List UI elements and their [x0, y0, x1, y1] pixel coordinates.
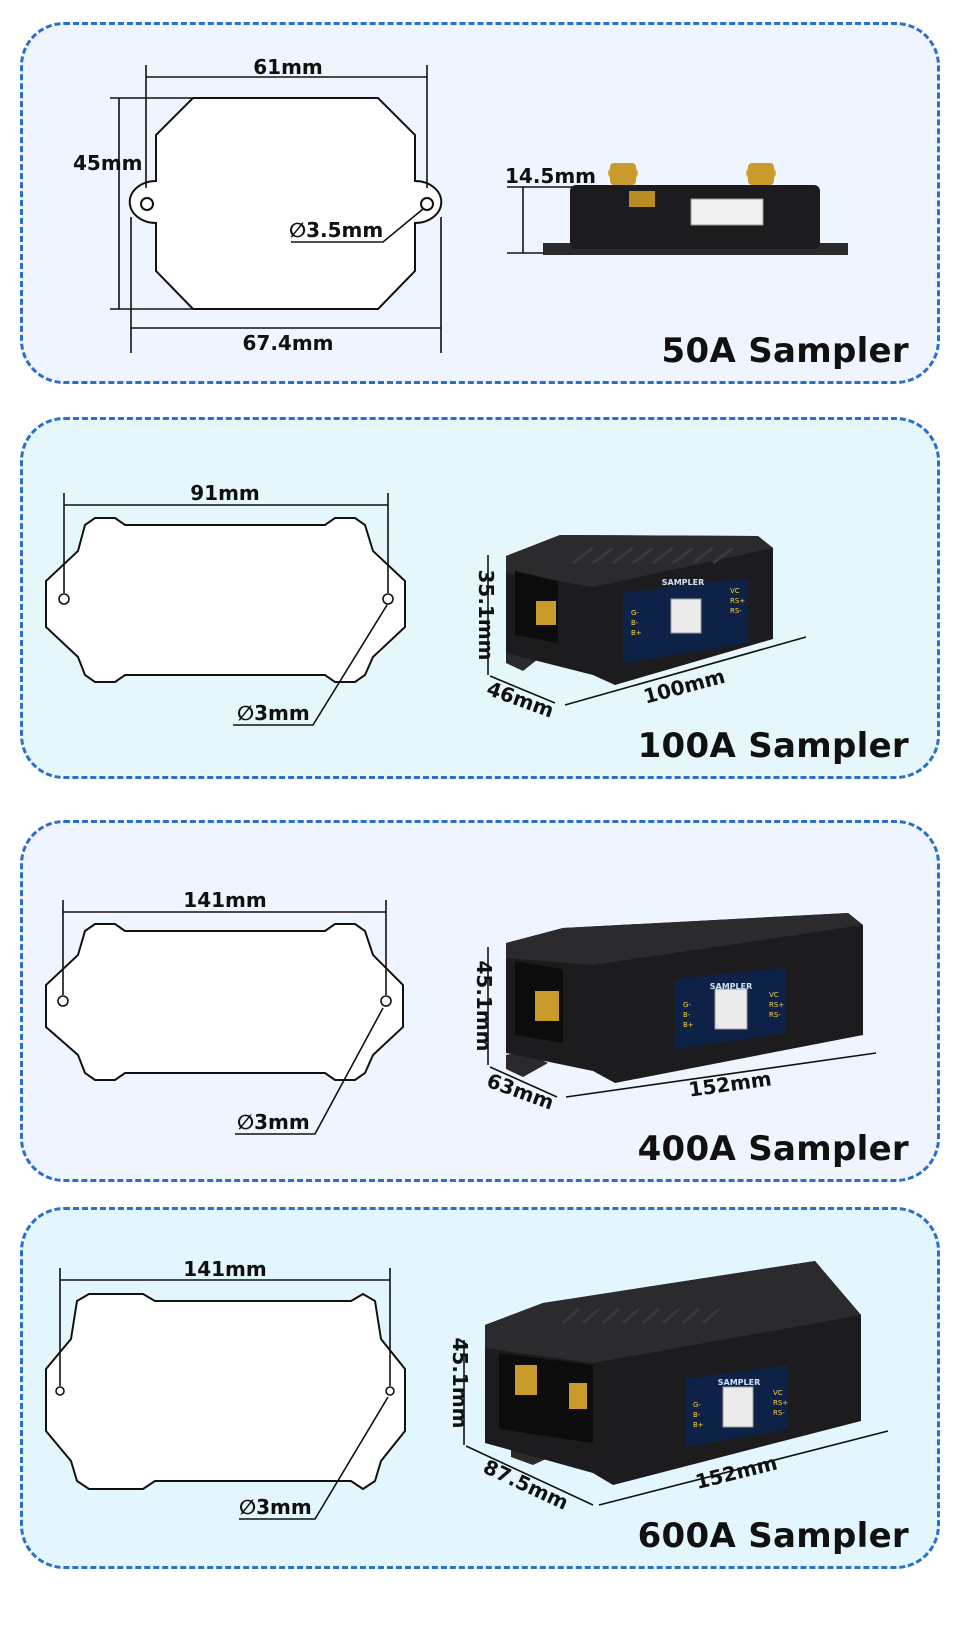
device-side-50a [543, 163, 848, 255]
dim-height: 45mm [73, 151, 143, 175]
outline-50a [128, 97, 443, 310]
panel-title: 50A Sampler [661, 331, 909, 371]
dim-height: 45.1mm [472, 960, 496, 1051]
dim-hole: ∅3mm [237, 701, 310, 725]
plate-rsminus: RS- [730, 607, 742, 615]
diagram-600a: SAMPLER G- B- B+ VC RS+ RS- 141mm ∅3mm 4… [45, 1257, 889, 1520]
dim-height: 35.1mm [474, 569, 498, 660]
outline-600a [45, 1292, 406, 1491]
dim-hole: ∅3mm [239, 1495, 312, 1519]
outline-400a [45, 923, 404, 1081]
plate-bplus: B+ [631, 629, 642, 637]
plate-brand: SAMPLER [710, 982, 753, 991]
dim-hole: ∅3mm [237, 1110, 310, 1134]
dim-length: 152mm [687, 1066, 773, 1101]
plate-bplus: B+ [693, 1421, 704, 1429]
panel-title: 400A Sampler [637, 1129, 909, 1169]
dim-width: 61mm [253, 55, 323, 79]
mount-hole-right [420, 197, 434, 211]
plate-rsminus: RS- [769, 1011, 781, 1019]
plate-bminus: B- [631, 619, 639, 627]
diagram-100a: SAMPLER G- B- B+ VC RS+ RS- 91mm ∅3mm 35… [45, 481, 807, 726]
plate-rsminus: RS- [773, 1409, 785, 1417]
mount-hole-left [140, 197, 154, 211]
dim-outer: 67.4mm [242, 331, 333, 355]
panel-400a: SAMPLER G- B- B+ VC RS+ RS- 141mm ∅3mm 4… [20, 820, 940, 1182]
panel-title: 100A Sampler [637, 726, 909, 766]
dim-width: 141mm [183, 888, 266, 912]
device-400a [506, 913, 863, 1083]
plate-brand: SAMPLER [718, 1378, 761, 1387]
plate-vc: VC [730, 587, 740, 595]
panel-title: 600A Sampler [637, 1516, 909, 1556]
plate-brand: SAMPLER [662, 578, 705, 587]
dim-hole: ∅3.5mm [289, 218, 383, 242]
plate-rsplus: RS+ [730, 597, 745, 605]
plate-bplus: B+ [683, 1021, 694, 1029]
plate-g: G- [631, 609, 639, 617]
dim-width: 91mm [190, 481, 260, 505]
dim-height: 45.1mm [448, 1337, 472, 1428]
diagram-50a: 61mm 45mm ∅3.5mm 67.4mm 14.5mm [73, 55, 848, 355]
dim-width: 141mm [183, 1257, 266, 1281]
device-100a [506, 535, 773, 685]
plate-bminus: B- [693, 1411, 701, 1419]
dim-depth: 87.5mm [480, 1455, 573, 1515]
plate-bminus: B- [683, 1011, 691, 1019]
dim-depth: 46mm [484, 676, 558, 722]
plate-rsplus: RS+ [769, 1001, 784, 1009]
diagram-400a: SAMPLER G- B- B+ VC RS+ RS- 141mm ∅3mm 4… [45, 888, 877, 1135]
plate-rsplus: RS+ [773, 1399, 788, 1407]
device-600a [485, 1261, 861, 1485]
panel-50a: 61mm 45mm ∅3.5mm 67.4mm 14.5mm 50A Sampl… [20, 22, 940, 384]
outline-100a [45, 517, 406, 683]
plate-g: G- [693, 1401, 701, 1409]
dim-thickness: 14.5mm [505, 164, 596, 188]
plate-vc: VC [769, 991, 779, 999]
panel-100a: SAMPLER G- B- B+ VC RS+ RS- 91mm ∅3mm 35… [20, 417, 940, 779]
plate-g: G- [683, 1001, 691, 1009]
plate-vc: VC [773, 1389, 783, 1397]
panel-600a: SAMPLER G- B- B+ VC RS+ RS- 141mm ∅3mm 4… [20, 1207, 940, 1569]
